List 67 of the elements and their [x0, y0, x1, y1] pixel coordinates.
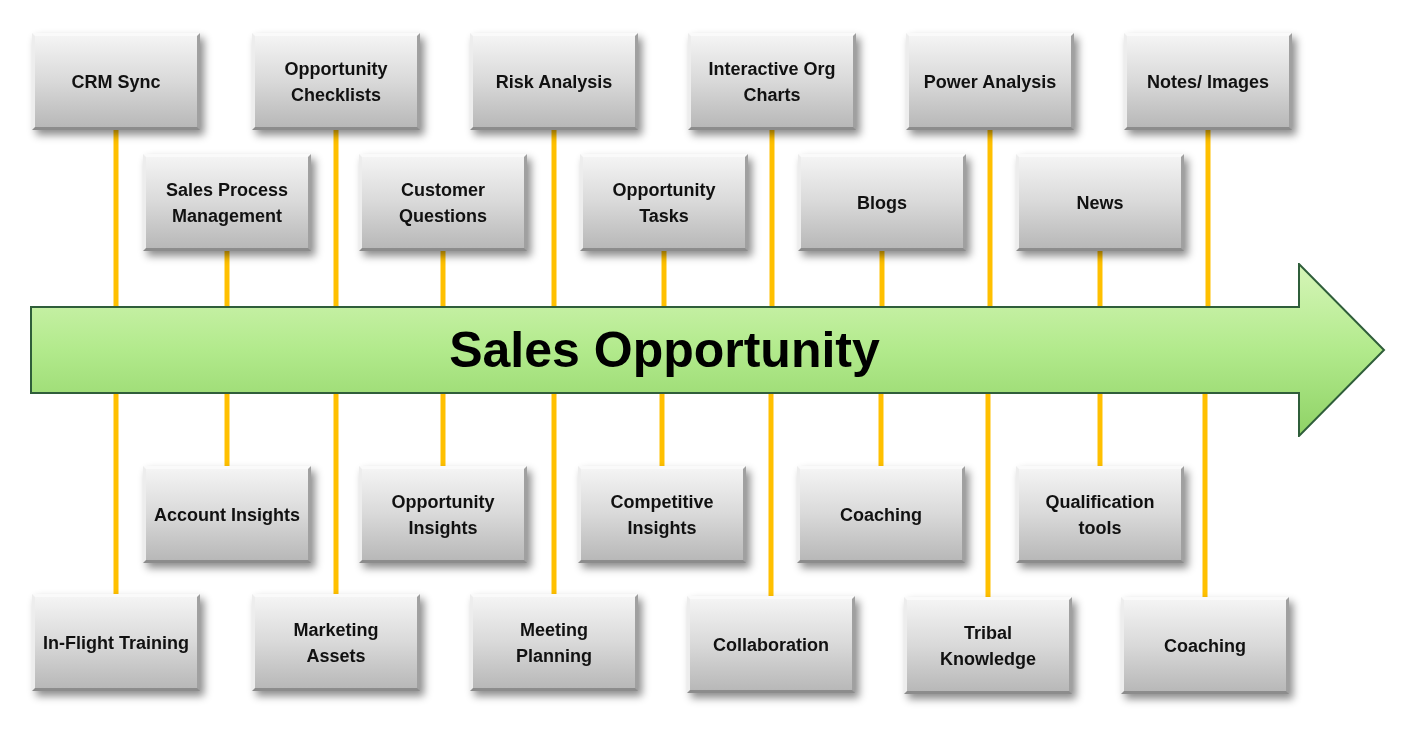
topic-box [687, 596, 855, 693]
topic-label: Blogs [857, 191, 907, 215]
topic-box [32, 33, 200, 130]
topic-box [906, 33, 1074, 130]
topic-box [798, 154, 966, 251]
connector-line [769, 130, 775, 307]
topic-box [1124, 33, 1292, 130]
connector-line [879, 251, 885, 307]
connector-line [113, 393, 119, 594]
topic-box [143, 154, 311, 251]
connector-line [440, 393, 446, 466]
topic-label: Collaboration [713, 633, 829, 657]
connector-line [659, 393, 665, 466]
connector-line [1205, 130, 1211, 307]
topic-box [252, 594, 420, 691]
topic-box [578, 466, 746, 563]
topic-label: Opportunity Checklists [283, 57, 389, 107]
topic-label: Customer Questions [398, 178, 488, 228]
topic-box [359, 154, 527, 251]
connector-line [113, 130, 119, 307]
topic-label: Account Insights [154, 503, 300, 527]
connector-line [878, 393, 884, 466]
connector-line [985, 393, 991, 597]
topic-label: Coaching [1164, 634, 1246, 658]
topic-label: Meeting Planning [515, 618, 593, 668]
topic-box [143, 466, 311, 563]
connector-line [224, 251, 230, 307]
topic-label: Opportunity Tasks [611, 178, 717, 228]
topic-label: Marketing Assets [292, 618, 380, 668]
topic-label: In-Flight Training [43, 631, 189, 655]
topic-label: Interactive Org Charts [707, 57, 837, 107]
topic-box [252, 33, 420, 130]
connector-line [551, 130, 557, 307]
topic-box [580, 154, 748, 251]
topic-box [1016, 154, 1184, 251]
connector-line [551, 393, 557, 594]
topic-box [1016, 466, 1184, 563]
connector-line [661, 251, 667, 307]
connector-line [1202, 393, 1208, 597]
connector-line [987, 130, 993, 307]
connector-line [333, 130, 339, 307]
topic-label: Competitive Insights [609, 490, 715, 540]
topic-box [470, 594, 638, 691]
topic-label: Opportunity Insights [390, 490, 496, 540]
topic-label: Risk Analysis [495, 70, 613, 94]
topic-label: Tribal Knowledge [939, 621, 1037, 671]
topic-box [688, 33, 856, 130]
connector-line [768, 393, 774, 596]
topic-label: Power Analysis [923, 70, 1057, 94]
topic-box [359, 466, 527, 563]
topic-box [470, 33, 638, 130]
topic-label: Coaching [840, 503, 922, 527]
connector-line [1097, 393, 1103, 466]
topic-label: News [1076, 191, 1124, 215]
connector-line [440, 251, 446, 307]
connector-line [224, 393, 230, 466]
topic-label: Notes/ Images [1146, 70, 1269, 94]
arrow-title: Sales Opportunity [449, 325, 880, 375]
connector-line [1097, 251, 1103, 307]
topic-label: Sales Process Management [164, 178, 290, 228]
topic-label: CRM Sync [71, 70, 161, 94]
topic-label: Qualification tools [1044, 490, 1156, 540]
topic-box [904, 597, 1072, 694]
topic-box [32, 594, 200, 691]
topic-box [1121, 597, 1289, 694]
connector-line [333, 393, 339, 594]
topic-box [797, 466, 965, 563]
